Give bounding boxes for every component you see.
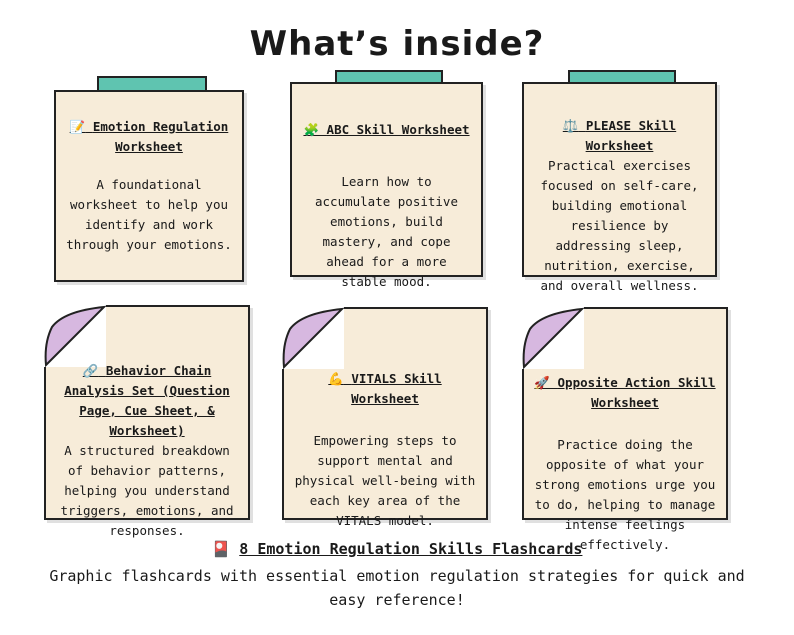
card-title: ABC Skill Worksheet xyxy=(326,122,470,137)
card-description: Empowering steps to support mental and p… xyxy=(294,433,476,528)
page-curl-icon xyxy=(522,307,584,369)
card-title: VITALS Skill Worksheet xyxy=(351,371,442,406)
flashcards-heading: 🎴 8 Emotion Regulation Skills Flashcards xyxy=(0,540,794,558)
card-description: A structured breakdown of behavior patte… xyxy=(60,443,234,538)
card-vitals-skill: 💪 VITALS Skill Worksheet Empowering step… xyxy=(282,307,488,528)
card-description: Practical exercises focused on self-care… xyxy=(540,158,699,293)
card-title: Opposite Action Skill Worksheet xyxy=(557,375,716,410)
page-curl-icon xyxy=(44,305,106,367)
card-opposite-action: 🚀 Opposite Action Skill Worksheet Practi… xyxy=(522,307,728,552)
card-description: Learn how to accumulate positive emotion… xyxy=(315,174,458,289)
card-title: Behavior Chain Analysis Set (Question Pa… xyxy=(64,363,230,438)
scales-icon: ⚖️ xyxy=(562,118,579,133)
card-title: Emotion Regulation Worksheet xyxy=(92,119,229,154)
card-behavior-chain: 🔗 Behavior Chain Analysis Set (Question … xyxy=(44,305,250,538)
link-icon: 🔗 xyxy=(82,363,99,378)
page-title: What’s inside? xyxy=(249,24,545,64)
card-abc-skill: 🧩 ABC Skill Worksheet Learn how to accum… xyxy=(290,82,483,289)
card-description: Practice doing the opposite of what your… xyxy=(534,437,716,552)
card-emotion-regulation: 📝 Emotion Regulation Worksheet A foundat… xyxy=(54,90,244,282)
muscle-icon: 💪 xyxy=(328,371,344,386)
flower-cards-icon: 🎴 xyxy=(211,540,231,558)
puzzle-icon: 🧩 xyxy=(303,122,320,137)
card-description: A foundational worksheet to help you ide… xyxy=(66,177,232,252)
card-please-skill: ⚖️ PLEASE Skill Worksheet Practical exer… xyxy=(522,82,717,293)
flashcards-title: 8 Emotion Regulation Skills Flashcards xyxy=(239,540,583,558)
memo-icon: 📝 xyxy=(69,119,86,134)
page-curl-icon xyxy=(282,307,344,369)
card-title: PLEASE Skill Worksheet xyxy=(585,118,677,153)
flashcards-description: Graphic flashcards with essential emotio… xyxy=(49,567,745,609)
rocket-icon: 🚀 xyxy=(534,375,550,390)
